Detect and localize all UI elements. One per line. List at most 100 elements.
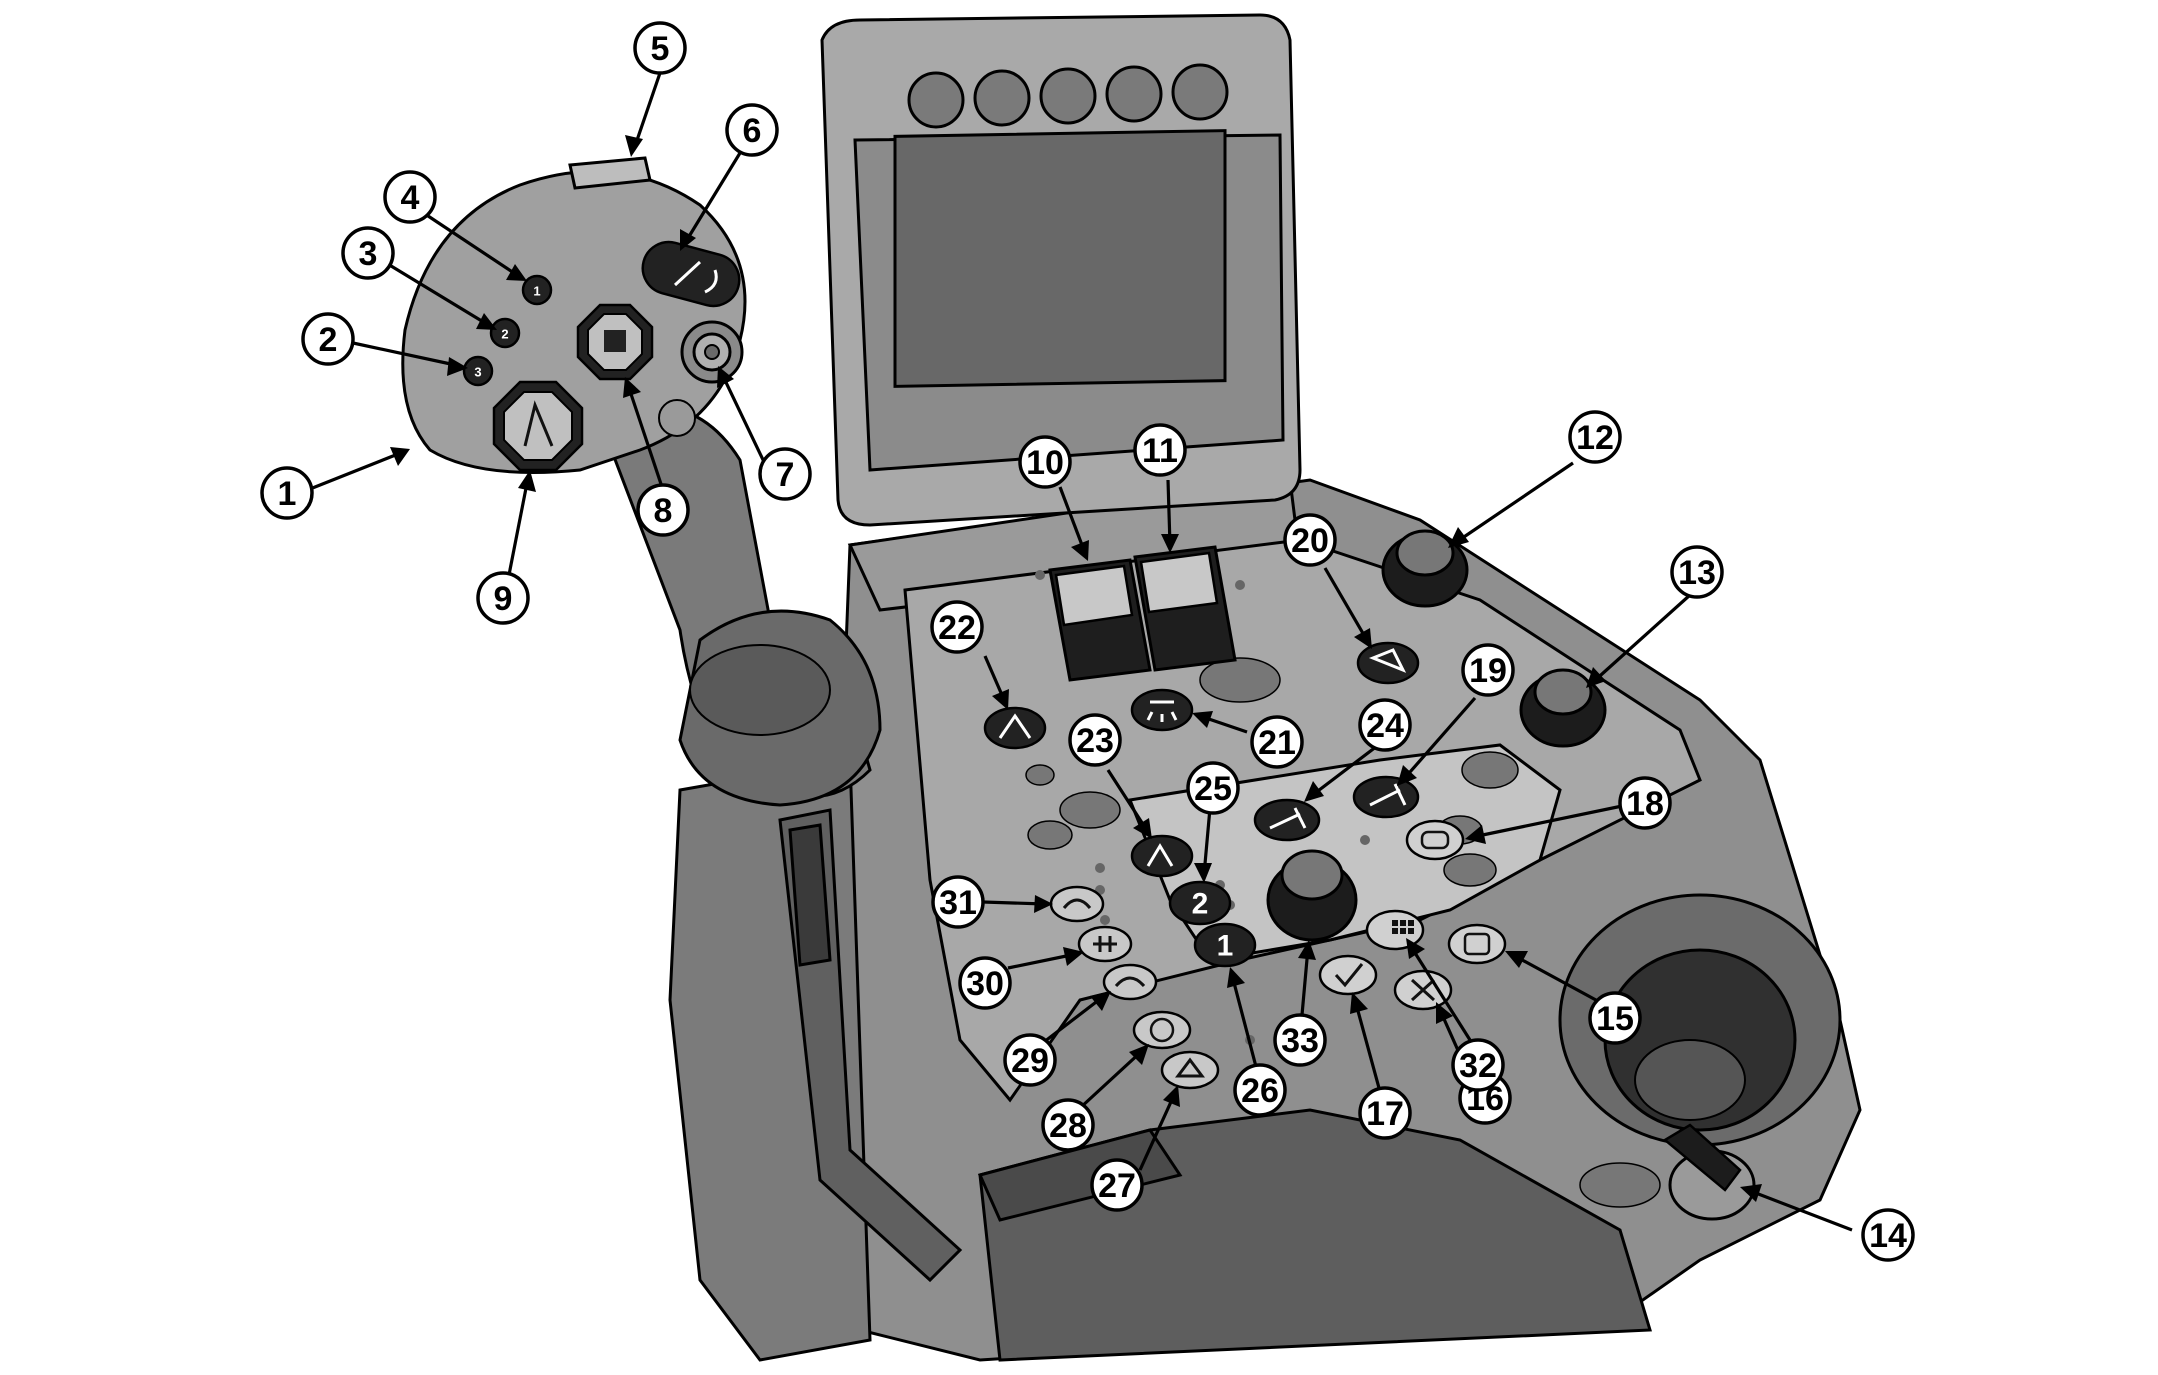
svg-text:21: 21	[1258, 724, 1296, 762]
rotate-display-button[interactable]	[1356, 641, 1420, 685]
callout-29: 29	[1003, 1033, 1057, 1087]
callout-9: 9	[476, 571, 530, 625]
callout-12: 12	[1568, 410, 1622, 464]
multifunction-octagon-button[interactable]	[492, 380, 584, 472]
callout-23: 23	[1068, 713, 1122, 767]
svg-text:15: 15	[1596, 1000, 1634, 1038]
svg-text:10: 10	[1026, 444, 1064, 482]
callout-17: 17	[1358, 1086, 1412, 1140]
callout-19: 19	[1461, 643, 1515, 697]
tortoise-hare-button[interactable]	[1049, 885, 1105, 923]
callout-30: 30	[958, 956, 1012, 1010]
speed-2-button[interactable]: 2	[1168, 880, 1232, 926]
svg-text:29: 29	[1011, 1042, 1049, 1080]
lights-button[interactable]	[1130, 688, 1194, 732]
callout-28: 28	[1041, 1098, 1095, 1152]
callout-31: 31	[931, 875, 985, 929]
cancel-icon	[1410, 978, 1436, 1002]
callout-4: 4	[383, 170, 437, 224]
attachment-button[interactable]	[1352, 775, 1420, 819]
push-button-7[interactable]	[658, 320, 744, 437]
svg-text:20: 20	[1291, 522, 1329, 560]
park-brake-icon	[1149, 1017, 1175, 1043]
multifunction-octagon-button[interactable]	[576, 303, 654, 381]
key-switch[interactable]	[1662, 1123, 1756, 1221]
callout-24: 24	[1358, 698, 1412, 752]
creep-button[interactable]	[1102, 963, 1158, 1001]
callout-7: 7	[758, 447, 812, 501]
callout-15: 15	[1588, 991, 1642, 1045]
svg-text:11: 11	[1142, 432, 1178, 470]
svg-text:26: 26	[1241, 1072, 1279, 1110]
mode-1-label: 1	[533, 284, 540, 299]
svg-text:6: 6	[743, 112, 762, 150]
svg-text:8: 8	[654, 492, 673, 530]
info-icon	[1463, 932, 1491, 956]
rocker-switch[interactable]	[1048, 545, 1237, 682]
callout-8: 8	[636, 483, 690, 537]
svg-text:33: 33	[1281, 1022, 1319, 1060]
svg-text:5: 5	[651, 30, 670, 68]
cancel-button[interactable]	[1393, 969, 1453, 1011]
callout-1: 1	[260, 466, 314, 520]
mode-2-label: 2	[501, 327, 508, 342]
callout-5: 5	[633, 21, 687, 75]
rotary-knob[interactable]	[1266, 529, 1607, 942]
svg-text:7: 7	[776, 456, 795, 494]
svg-text:9: 9	[494, 580, 513, 618]
callout-18: 18	[1618, 776, 1672, 830]
auto-mode-button[interactable]	[1130, 834, 1194, 878]
hazard-button[interactable]	[1160, 1050, 1220, 1090]
check-icon	[1334, 963, 1364, 988]
park-brake-button[interactable]	[1132, 1010, 1192, 1050]
console-1-label: 1	[1217, 930, 1234, 963]
mode-3-label: 3	[474, 365, 481, 380]
callout-27: 27	[1090, 1158, 1144, 1212]
svg-text:4: 4	[401, 179, 420, 217]
svg-text:2: 2	[319, 321, 338, 359]
svg-text:17: 17	[1366, 1095, 1404, 1133]
callout-6: 6	[725, 103, 779, 157]
differential-lock-button[interactable]	[1077, 925, 1133, 963]
callout-13: 13	[1670, 545, 1724, 599]
attachment-button[interactable]	[1253, 798, 1321, 842]
float-button[interactable]	[1405, 819, 1465, 861]
svg-text:1: 1	[278, 475, 297, 513]
display-unit	[820, 13, 1302, 527]
svg-text:24: 24	[1366, 707, 1404, 745]
callout-11: 11	[1133, 423, 1187, 477]
display-screen	[893, 129, 1227, 388]
svg-text:19: 19	[1469, 652, 1507, 690]
callout-33: 33	[1273, 1013, 1327, 1067]
callout-2: 2	[301, 312, 355, 366]
console-2-label: 2	[1192, 888, 1209, 921]
menu-icon	[1392, 920, 1414, 934]
svg-text:18: 18	[1626, 785, 1664, 823]
callout-20: 20	[1283, 513, 1337, 567]
svg-text:22: 22	[938, 609, 976, 647]
callout-badges: 1 2 3 4 5 6 7 8 9 10 11 12 13 14 15 16 1…	[260, 21, 1915, 1262]
menu-button[interactable]	[1365, 909, 1425, 951]
svg-text:28: 28	[1049, 1107, 1087, 1145]
roller-button[interactable]	[637, 236, 745, 312]
work-light-button[interactable]	[983, 706, 1047, 750]
callout-22: 22	[930, 600, 984, 654]
callout-10: 10	[1018, 435, 1072, 489]
svg-text:13: 13	[1678, 554, 1716, 592]
svg-text:32: 32	[1459, 1047, 1497, 1085]
callout-3: 3	[341, 226, 395, 280]
confirm-button[interactable]	[1318, 954, 1378, 996]
svg-text:30: 30	[966, 965, 1004, 1003]
callout-21: 21	[1250, 715, 1304, 769]
svg-text:3: 3	[359, 235, 378, 273]
svg-text:25: 25	[1194, 770, 1232, 808]
speed-1-button[interactable]: 1	[1193, 922, 1257, 968]
svg-text:12: 12	[1576, 419, 1614, 457]
grip-mode-button[interactable]: 3 2 1	[462, 274, 553, 387]
callout-32: 32	[1451, 1038, 1505, 1092]
info-button[interactable]	[1447, 923, 1507, 965]
svg-text:31: 31	[939, 884, 977, 922]
status-lamp-row	[907, 63, 1229, 129]
svg-text:27: 27	[1098, 1167, 1136, 1205]
